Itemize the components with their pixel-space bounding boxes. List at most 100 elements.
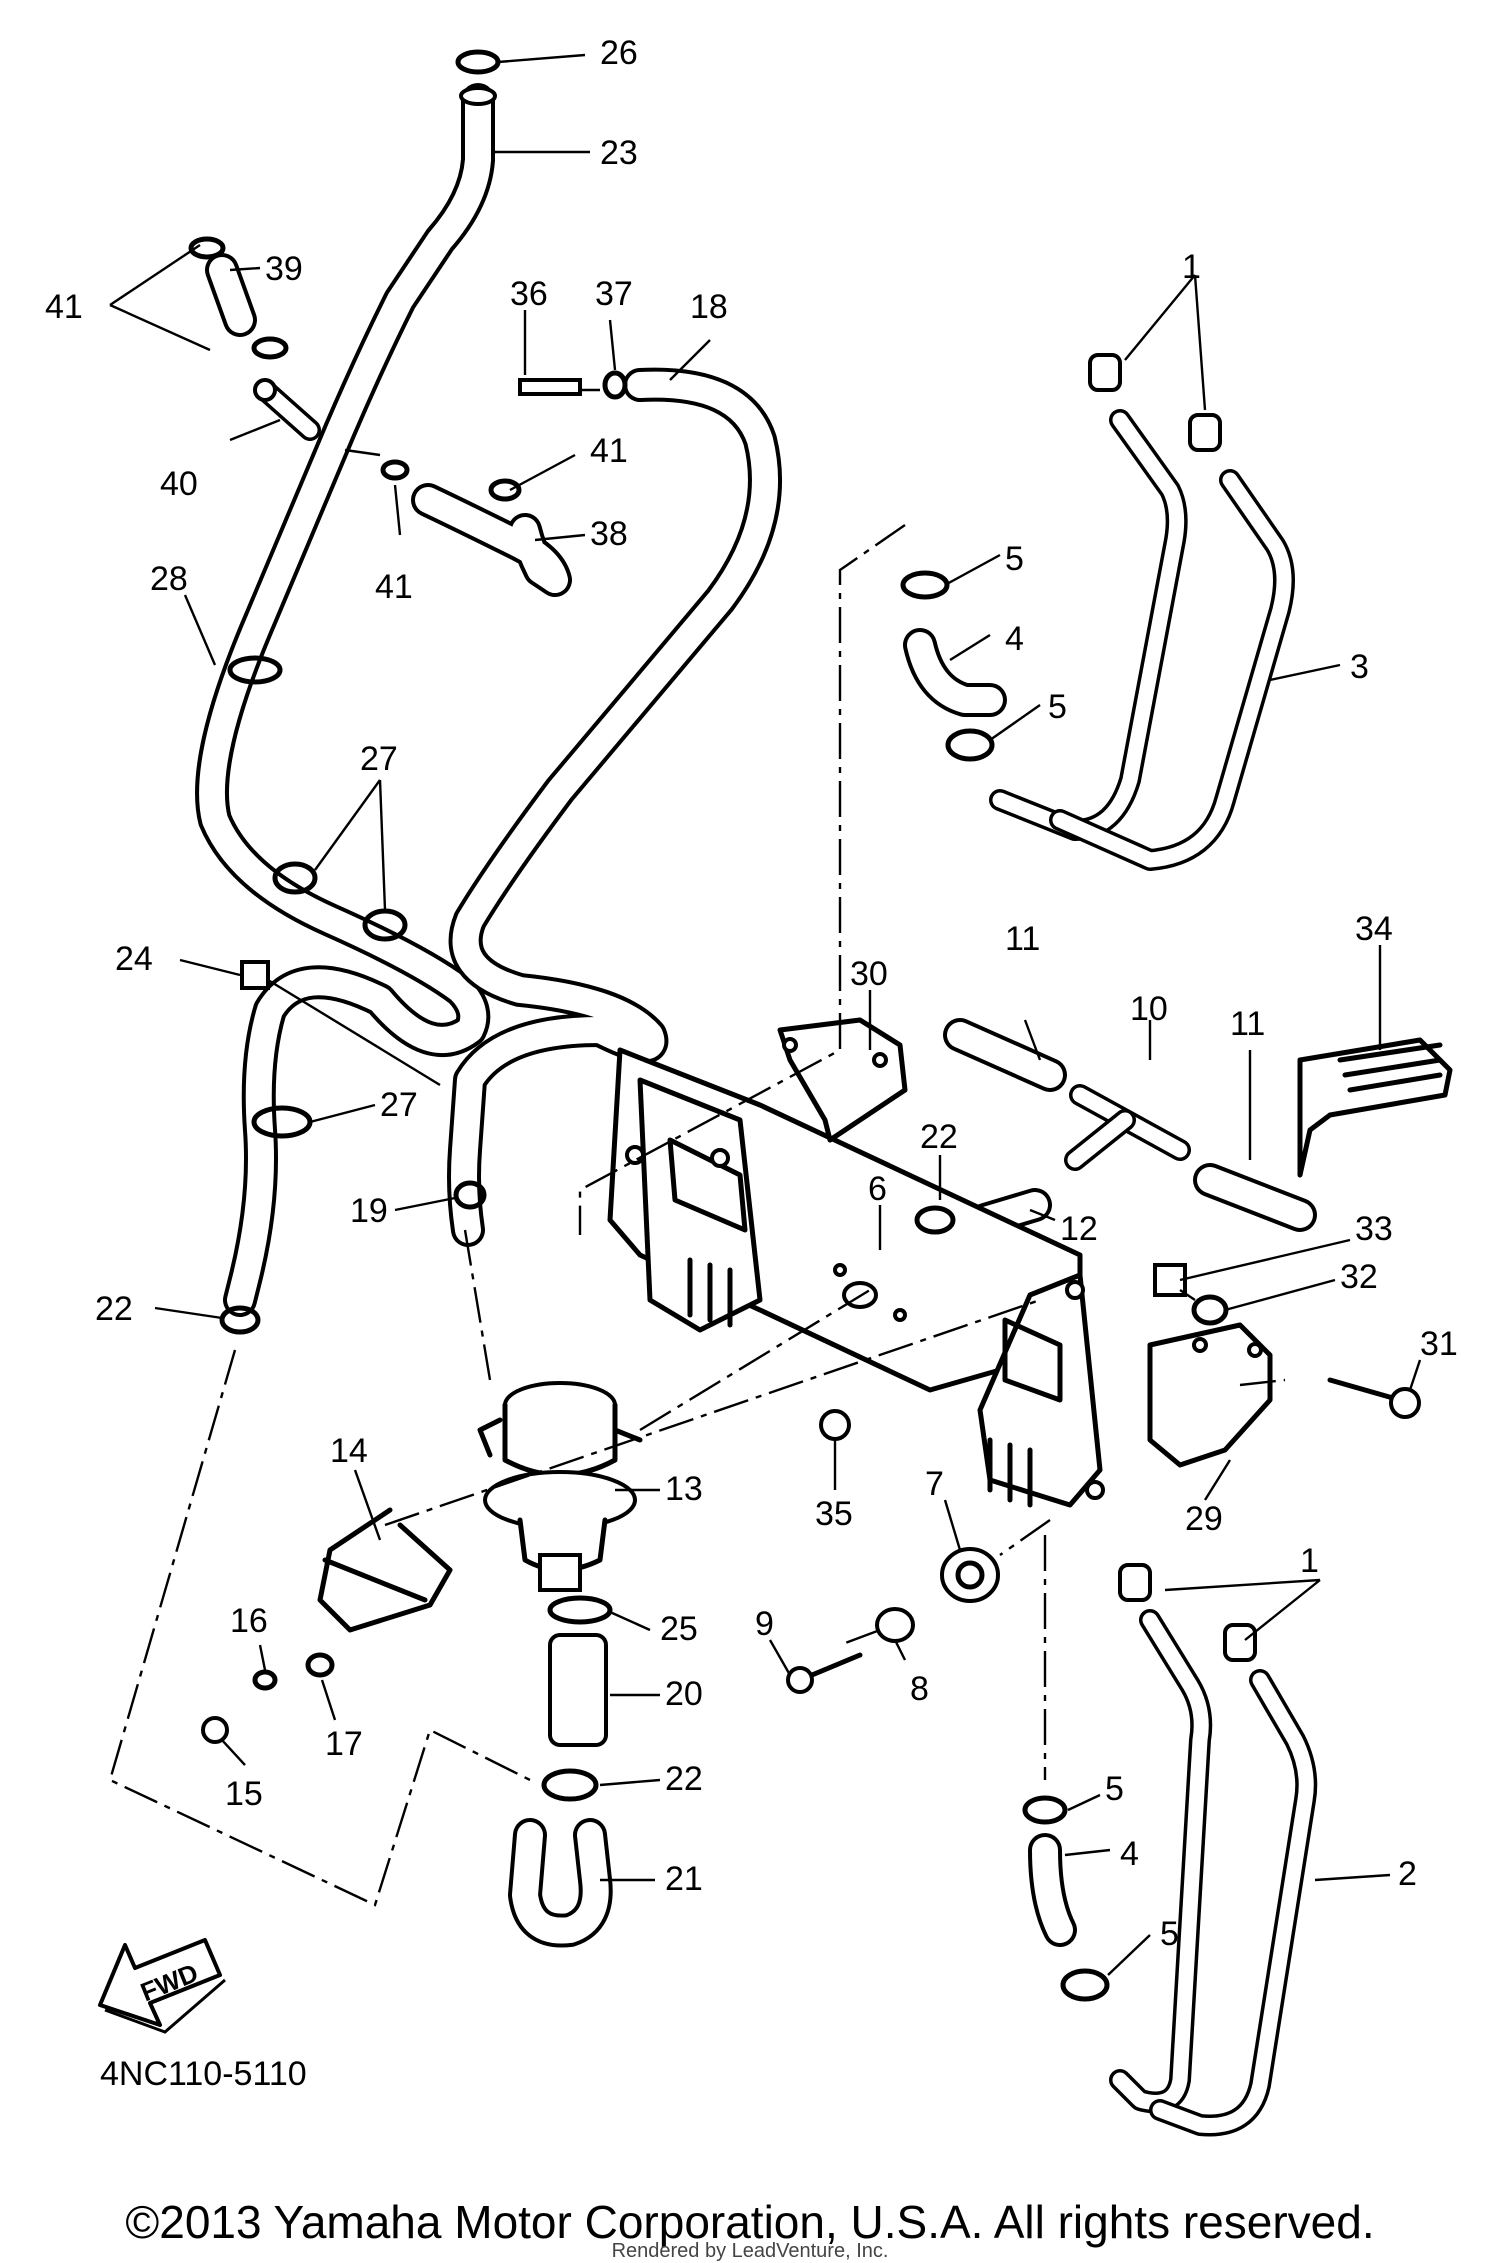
callout-1-a: 1 <box>1182 248 1201 286</box>
fitting-36 <box>518 378 582 396</box>
clamp-41-b <box>251 336 289 360</box>
callout-8: 8 <box>910 1670 929 1708</box>
clamp-19 <box>453 1180 487 1210</box>
clamp-27-b <box>362 908 408 942</box>
callout-3: 3 <box>1350 648 1369 686</box>
callout-34: 34 <box>1355 910 1393 948</box>
callout-11-b: 11 <box>1230 1005 1265 1043</box>
callout-6: 6 <box>868 1170 887 1208</box>
cap-1-d <box>1223 1623 1257 1662</box>
fitting-24 <box>240 960 441 1087</box>
screw-15 <box>201 1716 229 1744</box>
render-credit: Rendered by LeadVenture, Inc. <box>611 2240 889 2262</box>
collar-8 <box>875 1607 915 1643</box>
callout-5-d: 5 <box>1160 1915 1179 1953</box>
hose-4-upper <box>903 628 1007 717</box>
callout-1-b: 1 <box>1300 1542 1319 1580</box>
callout-16: 16 <box>230 1602 268 1640</box>
clamp-22-a <box>219 1305 261 1335</box>
callout-5-b: 5 <box>1048 688 1067 726</box>
callout-33: 33 <box>1355 1210 1393 1248</box>
callout-38: 38 <box>590 515 628 553</box>
callout-25: 25 <box>660 1610 698 1648</box>
callout-4-b: 4 <box>1120 1835 1139 1873</box>
callout-26: 26 <box>600 34 638 72</box>
diagram-code: 4NC110-5110 <box>100 2055 307 2093</box>
clamp-5-d <box>1060 1968 1110 2002</box>
callout-20: 20 <box>665 1675 703 1713</box>
callout-29: 29 <box>1185 1500 1223 1538</box>
callout-19: 19 <box>350 1192 388 1230</box>
bracket-30 <box>777 1017 908 1143</box>
callout-32: 32 <box>1340 1258 1378 1296</box>
callout-11-a: 11 <box>1005 920 1040 958</box>
callout-21: 21 <box>665 1860 703 1898</box>
washer-32 <box>1191 1294 1229 1326</box>
clamp-41-a <box>188 236 226 260</box>
clamp-25 <box>547 1595 613 1625</box>
washer-17 <box>305 1652 335 1678</box>
callout-37: 37 <box>595 275 633 313</box>
callout-5-a: 5 <box>1005 540 1024 578</box>
callout-14: 14 <box>330 1432 368 1470</box>
callout-5-c: 5 <box>1105 1770 1124 1808</box>
clamp-28 <box>227 655 283 685</box>
hose-18 <box>447 367 782 1247</box>
callout-31: 31 <box>1420 1325 1458 1363</box>
fwd-arrow-icon: FWD <box>98 1938 226 2034</box>
clamp-5-c <box>1022 1795 1068 1825</box>
callout-2: 2 <box>1398 1855 1417 1893</box>
grommet-7 <box>940 1547 1000 1603</box>
clamp-14 <box>317 1507 453 1633</box>
clamp-41-d <box>488 478 522 502</box>
clamp-5-a <box>900 570 950 600</box>
clamp-37 <box>602 370 628 400</box>
callout-28: 28 <box>150 560 188 598</box>
clamp-22-b <box>914 1205 956 1235</box>
callout-12: 12 <box>1060 1210 1098 1248</box>
callout-9: 9 <box>755 1605 774 1643</box>
fitting-40 <box>253 378 321 441</box>
callout-35: 35 <box>815 1495 853 1533</box>
bracket-29 <box>1147 1322 1273 1468</box>
leader-lines <box>109 53 1422 1976</box>
cap-1-c <box>1118 1563 1152 1602</box>
hose-38 <box>411 483 572 597</box>
callout-27-b: 27 <box>380 1086 418 1124</box>
callout-39: 39 <box>265 250 303 288</box>
hose-21 <box>508 1818 613 1948</box>
hose-4-lower <box>1028 1833 1077 1947</box>
callout-17: 17 <box>325 1725 363 1763</box>
callout-10: 10 <box>1130 990 1168 1028</box>
bolt-9 <box>786 1652 863 1694</box>
bracket-34 <box>1297 1037 1453 1178</box>
cap-1-a <box>1088 353 1122 392</box>
assembly-lines <box>108 388 1286 1907</box>
hose-11-right <box>1193 1163 1317 1232</box>
bracket-6 <box>607 1047 1105 1508</box>
callout-15: 15 <box>225 1775 263 1813</box>
clamp-22-c <box>541 1768 599 1802</box>
pipe-2 <box>1109 1609 1318 2137</box>
callout-30: 30 <box>850 955 888 993</box>
hose-39 <box>205 253 257 337</box>
bolt-31 <box>1327 1377 1421 1419</box>
hose-20 <box>548 1633 608 1747</box>
callout-22-b: 22 <box>920 1118 958 1156</box>
callout-41-c: 41 <box>375 568 413 606</box>
bolt-35 <box>819 1409 851 1441</box>
callout-18: 18 <box>690 288 728 326</box>
hose-11-left <box>943 1018 1067 1092</box>
callout-27-a: 27 <box>360 740 398 778</box>
pipe-3 <box>989 409 1295 871</box>
clip-16 <box>252 1669 278 1691</box>
callout-13: 13 <box>665 1470 703 1508</box>
clamp-27-a <box>272 861 318 895</box>
callout-4-a: 4 <box>1005 620 1024 658</box>
callout-22-c: 22 <box>665 1760 703 1798</box>
callout-22-a: 22 <box>95 1290 133 1328</box>
callout-40: 40 <box>160 465 198 503</box>
callout-23: 23 <box>600 134 638 172</box>
copyright-text: ©2013 Yamaha Motor Corporation, U.S.A. A… <box>125 2196 1375 2248</box>
